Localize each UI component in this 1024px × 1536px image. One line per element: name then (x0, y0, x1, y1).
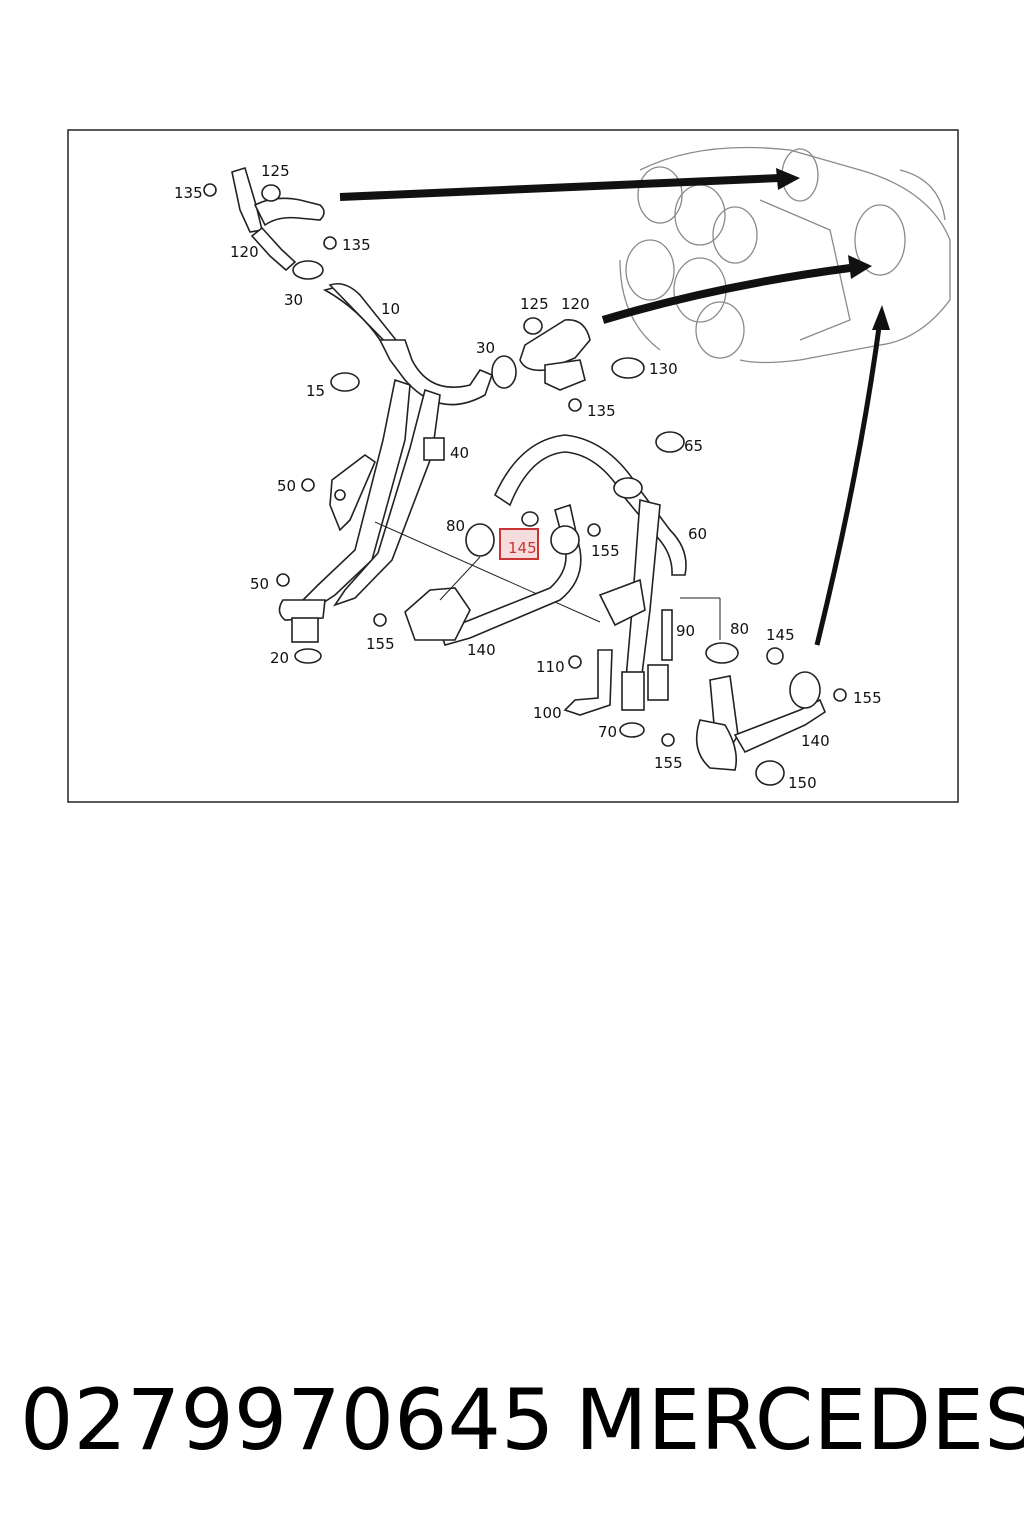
callout-50: 50 (277, 477, 296, 495)
callout-80: 80 (446, 517, 465, 535)
callout-20: 20 (270, 649, 289, 667)
callout-145: 145 (766, 626, 795, 644)
callout-90: 90 (676, 622, 695, 640)
callout-155: 155 (366, 635, 395, 653)
diagram-frame (67, 129, 959, 803)
upper-middle-pipe (491, 317, 645, 412)
callout-30: 30 (476, 339, 495, 357)
lower-middle-pipe (373, 503, 601, 646)
callout-120: 120 (230, 243, 259, 261)
callout-15: 15 (306, 382, 325, 400)
callout-100: 100 (533, 704, 562, 722)
brand-name: MERCEDES (575, 1371, 1024, 1469)
arrows (339, 168, 890, 646)
lower-right-pipe (661, 642, 847, 786)
callout-125: 125 (520, 295, 549, 313)
callout-135: 135 (174, 184, 203, 202)
callout-135: 135 (587, 402, 616, 420)
callout-110: 110 (536, 658, 565, 676)
callout-30: 30 (284, 291, 303, 309)
callout-70: 70 (598, 723, 617, 741)
callout-155: 155 (853, 689, 882, 707)
callout-65: 65 (684, 437, 703, 455)
callout-145-highlighted: 145 (508, 539, 537, 557)
callout-140: 140 (467, 641, 496, 659)
callout-150: 150 (788, 774, 817, 792)
highlight-box (499, 528, 539, 560)
callout-155: 155 (591, 542, 620, 560)
callout-120: 120 (561, 295, 590, 313)
callout-130: 130 (649, 360, 678, 378)
main-pipe (276, 282, 601, 664)
callout-40: 40 (450, 444, 469, 462)
part-number: 0279970645 (20, 1371, 555, 1469)
callout-135: 135 (342, 236, 371, 254)
callout-155: 155 (654, 754, 683, 772)
callouts: 135 125 120 135 30 10 125 120 30 130 135… (174, 162, 882, 792)
parts-diagram: 135 125 120 135 30 10 125 120 30 130 135… (67, 129, 959, 803)
callout-140: 140 (801, 732, 830, 750)
turbocharger-drawing (619, 146, 951, 364)
callout-125: 125 (261, 162, 290, 180)
middle-pipe (493, 431, 721, 738)
callout-80: 80 (730, 620, 749, 638)
callout-50: 50 (250, 575, 269, 593)
callout-60: 60 (688, 525, 707, 543)
callout-10: 10 (381, 300, 400, 318)
